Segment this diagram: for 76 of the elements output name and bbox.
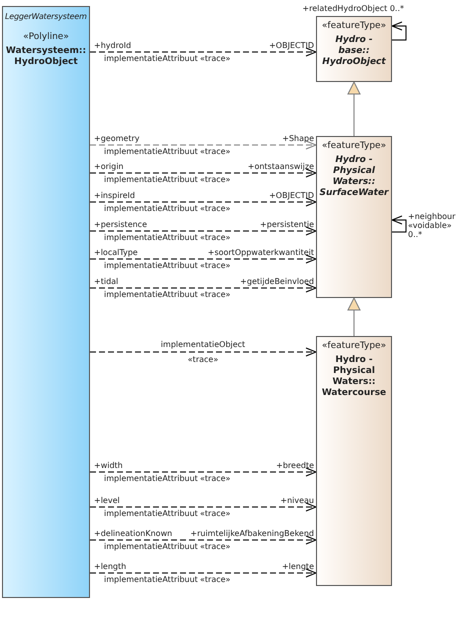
role-name: +width [94,461,123,470]
role-name: +level [94,496,120,505]
role-name: +lengte [282,562,314,571]
trace-arrow [90,284,316,292]
trace-arrow [90,48,316,56]
trace-arrow [90,254,316,264]
stereotype-label: «trace» [200,474,230,483]
stereotype-label: «trace» [200,204,230,213]
self-association [392,216,406,232]
trace-arrow [90,198,316,206]
role-name: +getijdeBeinvloed [240,277,314,286]
generalization-arrow [348,82,360,136]
trace-arrow [90,568,316,578]
role-name: +ruimtelijkeAfbakeningBekend [190,529,314,538]
role-name: +tidal [94,277,118,286]
stereotype-label: «trace» [200,290,230,299]
stereotype-label: «trace» [200,509,230,518]
stereotype-label: «trace» [200,542,230,551]
stereotype-label: «featureType» [320,141,388,152]
role-name: +origin [94,162,124,171]
stereotype-label: «trace» [200,233,230,242]
self-association [392,22,406,40]
edge-label: implementatieObject [160,340,246,349]
role-name: +neighbour «voidable» 0..* [408,212,456,239]
stereotype-label: «trace» [200,54,230,63]
generalization-arrow [348,298,360,336]
class-name: Watersysteem:: HydroObject [5,46,87,68]
trace-arrow [90,502,316,512]
edge-label: implementatieAttribuut [104,233,198,242]
stereotype-label: «Polyline» [22,32,70,43]
role-name: +persistence [94,220,147,229]
role-name: +soortOppwaterkwantiteit [208,248,314,257]
trace-arrow [90,226,316,236]
edge-label: implementatieAttribuut [104,204,198,213]
edge-label: implementatieAttribuut [104,575,198,584]
role-name: +OBJECTID [269,191,314,200]
role-name: +hydroId [94,41,132,50]
role-name: +persistentie [260,220,314,229]
edge-label: implementatieAttribuut [104,175,198,184]
trace-arrow [90,348,316,356]
edge-label: implementatieAttribuut [104,542,198,551]
edge-label: implementatieAttribuut [104,147,198,156]
edge-label: implementatieAttribuut [104,474,198,483]
role-name: +delineationKnown [94,529,172,538]
stereotype-label: «featureType» [320,21,388,32]
role-name: +niveau [280,496,314,505]
edge-label: implementatieAttribuut [104,509,198,518]
class-box [316,136,392,298]
edge-label: implementatieAttribuut [104,54,198,63]
edge-label: implementatieAttribuut [104,261,198,270]
role-name: +Shape [282,134,314,143]
class-name: Hydro - Physical Waters:: Watercourse [320,355,388,399]
stereotype-label: «trace» [200,575,230,584]
role-name: +inspireId [94,191,135,200]
role-name: +geometry [94,134,140,143]
stereotype-label: «featureType» [320,341,388,352]
stereotype-label: «trace» [200,175,230,184]
trace-arrow [90,168,316,178]
class-name: Hydro - base:: HydroObject [321,35,387,68]
edge-label: implementatieAttribuut [104,290,198,299]
stereotype-label: «trace» [188,355,218,364]
role-name: +breedte [276,461,314,470]
class-box [2,6,90,598]
package-name: LeggerWatersysteem [5,11,87,22]
stereotype-label: «trace» [200,147,230,156]
class-name: Hydro - Physical Waters:: SurfaceWater [319,155,389,199]
class-box [316,336,392,586]
trace-arrow [90,140,316,150]
trace-arrow [90,536,316,544]
class-box [316,16,392,82]
trace-arrow [90,468,316,476]
role-name: +localType [94,248,138,257]
stereotype-label: «trace» [200,261,230,270]
role-name: +ontstaanswijze [248,162,314,171]
role-name: +length [94,562,126,571]
role-name: +OBJECTID [269,41,314,50]
